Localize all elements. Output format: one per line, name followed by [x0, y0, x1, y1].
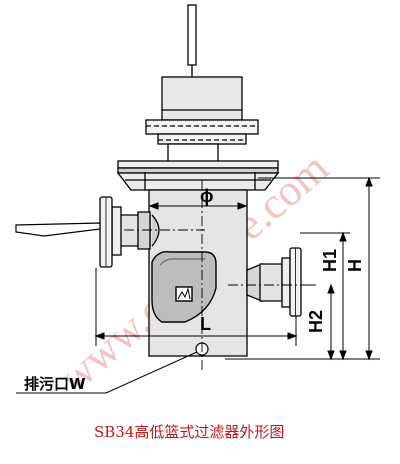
actuator-cylinder — [145, 76, 259, 163]
height-extension-lines — [225, 177, 380, 360]
lever-arm — [15, 222, 101, 237]
figure-caption: SB34高低篮式过滤器外形图 — [94, 423, 284, 441]
H2-label: H2 — [306, 310, 326, 333]
centerlines — [124, 180, 314, 372]
cover-flange — [116, 160, 280, 191]
H1-dimension — [339, 231, 347, 361]
phi-dimension — [148, 202, 248, 210]
outlet-pipe — [246, 247, 302, 317]
L-label: L — [200, 314, 211, 334]
H1-label: H1 — [320, 249, 340, 272]
basket-window — [151, 251, 217, 323]
drain-label: 排污口W — [24, 375, 86, 393]
handle-rod — [187, 4, 197, 80]
drain-leader — [16, 351, 198, 394]
phi-label: ϕ — [200, 186, 214, 206]
L-dimension — [94, 268, 298, 346]
H-label: H — [345, 259, 365, 272]
H2-dimension — [327, 283, 335, 361]
H-dimension — [365, 176, 373, 361]
inlet-pipe — [99, 196, 160, 268]
